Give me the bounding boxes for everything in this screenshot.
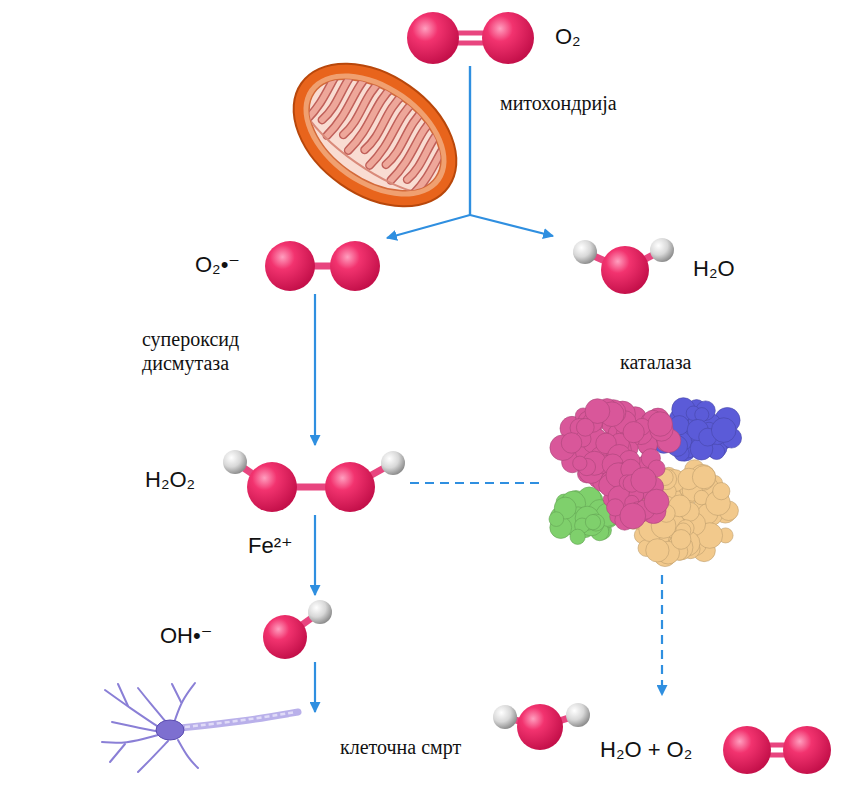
hydrogen-atom bbox=[223, 450, 247, 474]
mitochondrion-illustration bbox=[267, 34, 483, 236]
oxygen-atom bbox=[265, 241, 315, 291]
oxygen-atom bbox=[783, 726, 831, 774]
peroxide-molecule: H₂O₂ bbox=[145, 445, 410, 515]
drawing-part bbox=[295, 52, 464, 205]
catalase-structure bbox=[549, 398, 742, 567]
oxygen-atom bbox=[482, 12, 534, 64]
edge-label: супероксид дисмутаза bbox=[140, 326, 294, 376]
drawing-part bbox=[180, 712, 298, 728]
drawing-part bbox=[138, 688, 166, 722]
protein-lobe bbox=[623, 422, 644, 443]
hydrogen-atom bbox=[566, 703, 590, 727]
protein-lobe bbox=[644, 489, 669, 514]
node-label: H₂O₂ bbox=[145, 467, 195, 492]
drawing-part bbox=[172, 684, 181, 702]
protein-lobe bbox=[671, 530, 691, 550]
protein-lobe bbox=[549, 512, 564, 527]
drawing-part bbox=[289, 57, 461, 214]
drawing-part bbox=[118, 684, 128, 706]
oxygen-atom bbox=[263, 615, 307, 659]
node-label: OH•⁻ bbox=[160, 623, 212, 648]
oxygen-atom bbox=[723, 726, 771, 774]
hydrogen-atom bbox=[573, 240, 597, 264]
hydrogen-atom bbox=[381, 451, 405, 475]
protein-lobe bbox=[631, 467, 656, 492]
node-label: каталаза bbox=[620, 351, 691, 374]
products-molecules: H₂O + O₂ bbox=[485, 695, 842, 782]
drawing-part bbox=[178, 740, 198, 768]
hydrogen-atom bbox=[650, 238, 674, 262]
oxygen-atom bbox=[407, 12, 459, 64]
protein-lobe bbox=[648, 412, 673, 437]
edge-label: Fe²⁺ bbox=[246, 532, 295, 560]
drawing-part bbox=[295, 109, 424, 205]
catalase-protein: каталаза bbox=[545, 345, 745, 575]
water-molecule: H₂O bbox=[548, 236, 752, 296]
node-label: O₂ bbox=[555, 24, 581, 49]
node-label: H₂O bbox=[693, 256, 735, 281]
cell-death-box: клеточна смрт bbox=[300, 712, 480, 772]
dashed-connector bbox=[661, 575, 663, 695]
protein-lobe bbox=[576, 418, 594, 436]
protein-lobe bbox=[570, 529, 585, 544]
oxygen-molecule: O₂ bbox=[405, 10, 600, 66]
reaction-arrow bbox=[314, 294, 316, 445]
oxygen-atom bbox=[517, 704, 563, 750]
reaction-arrow bbox=[387, 66, 470, 238]
dashed-connector bbox=[410, 482, 545, 484]
drawing-part bbox=[267, 34, 483, 236]
protein-lobe bbox=[620, 503, 646, 529]
edge-label: митохондрија bbox=[498, 90, 619, 116]
oxygen-atom bbox=[247, 462, 297, 512]
hydrogen-atom bbox=[308, 600, 332, 624]
hydrogen-atom bbox=[493, 705, 517, 729]
superoxide-molecule: O₂•⁻ bbox=[195, 238, 392, 294]
oxygen-atom bbox=[601, 246, 649, 294]
oxygen-atom bbox=[330, 241, 380, 291]
protein-lobe bbox=[585, 514, 600, 529]
protein-lobe bbox=[711, 418, 736, 443]
drawing-part bbox=[411, 130, 459, 196]
drawing-part bbox=[185, 712, 296, 727]
protein-lobe bbox=[573, 456, 587, 470]
drawing-part bbox=[138, 741, 168, 772]
drawing-part bbox=[156, 720, 184, 740]
protein-lobe bbox=[713, 483, 730, 500]
reaction-arrow bbox=[314, 515, 316, 595]
hydroxyl-radical: OH•⁻ bbox=[155, 595, 340, 662]
drawing-part bbox=[281, 48, 469, 222]
node-label: O₂•⁻ bbox=[195, 252, 240, 277]
node-label: H₂O + O₂ bbox=[600, 737, 692, 762]
drawing-part bbox=[110, 744, 125, 762]
node-label: клеточна смрт bbox=[340, 736, 461, 759]
protein-lobe bbox=[561, 433, 582, 454]
protein-lobe bbox=[692, 466, 715, 489]
neuron-illustration bbox=[102, 683, 298, 772]
drawing-part bbox=[411, 130, 459, 196]
drawing-part bbox=[112, 722, 160, 732]
drawing-part bbox=[175, 683, 195, 720]
protein-lobe bbox=[646, 539, 669, 562]
oxygen-atom bbox=[325, 462, 375, 512]
node-graphic bbox=[545, 345, 745, 575]
reaction-arrow bbox=[314, 662, 316, 712]
drawing-part bbox=[102, 735, 158, 743]
